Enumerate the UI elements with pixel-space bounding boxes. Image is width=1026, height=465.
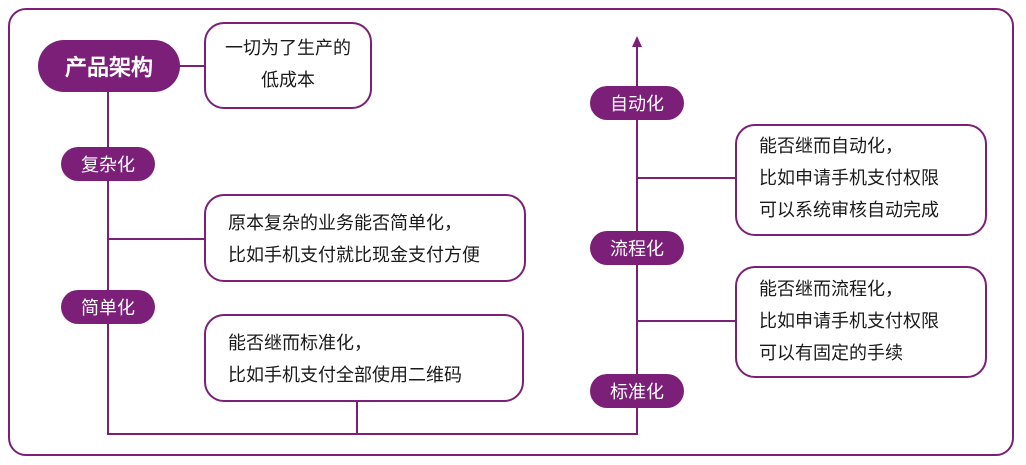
stage-pill-automation: 自动化 bbox=[590, 86, 684, 120]
diagram-frame bbox=[8, 8, 1014, 456]
note-box-process: 能否继而流程化， 比如申请手机支付权限 可以有固定的手续 bbox=[735, 266, 987, 378]
note-line: 比如申请手机支付权限 bbox=[759, 168, 939, 189]
stage-label: 自动化 bbox=[610, 94, 664, 115]
stage-pill-standard: 标准化 bbox=[590, 374, 684, 408]
note-box-simplify: 原本复杂的业务能否简单化， 比如手机支付就比现金支付方便 bbox=[204, 194, 526, 282]
title-pill: 产品架构 bbox=[38, 40, 180, 92]
note-line: 能否继而自动化， bbox=[759, 136, 903, 157]
stage-label: 复杂化 bbox=[81, 155, 135, 176]
page-title: 产品架构 bbox=[64, 56, 153, 81]
intro-box: 一切为了生产的 低成本 bbox=[204, 22, 372, 109]
stage-label: 简单化 bbox=[81, 298, 135, 319]
intro-line: 低成本 bbox=[261, 70, 315, 91]
note-line: 比如手机支付全部使用二维码 bbox=[228, 365, 462, 386]
note-box-standardize: 能否继而标准化， 比如手机支付全部使用二维码 bbox=[204, 314, 524, 402]
stage-pill-complex: 复杂化 bbox=[61, 147, 155, 181]
note-line: 能否继而流程化， bbox=[759, 279, 903, 300]
note-line: 可以有固定的手续 bbox=[759, 343, 903, 364]
note-box-automate: 能否继而自动化， 比如申请手机支付权限 可以系统审核自动完成 bbox=[735, 124, 987, 236]
note-line: 比如申请手机支付权限 bbox=[759, 311, 939, 332]
note-line: 能否继而标准化， bbox=[228, 333, 372, 354]
stage-label: 流程化 bbox=[610, 239, 664, 260]
note-line: 比如手机支付就比现金支付方便 bbox=[228, 245, 480, 266]
intro-line: 一切为了生产的 bbox=[225, 38, 351, 59]
stage-pill-process: 流程化 bbox=[590, 231, 684, 265]
note-line: 原本复杂的业务能否简单化， bbox=[228, 213, 462, 234]
note-line: 可以系统审核自动完成 bbox=[759, 200, 939, 221]
stage-label: 标准化 bbox=[610, 382, 664, 403]
arrow-head-icon bbox=[632, 36, 642, 47]
stage-pill-simple: 简单化 bbox=[61, 290, 155, 324]
